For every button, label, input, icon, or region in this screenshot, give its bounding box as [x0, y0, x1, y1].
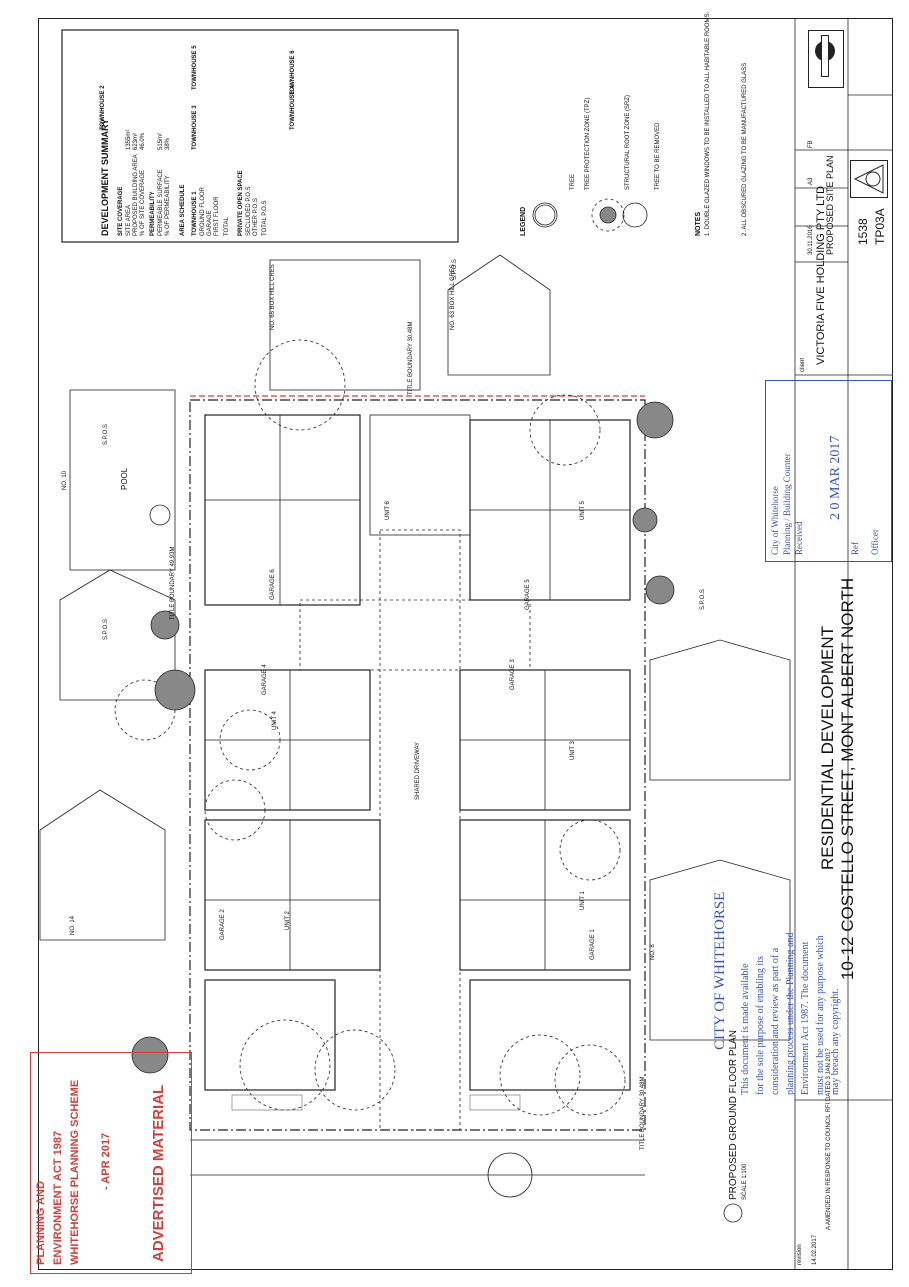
north-arrow-icon [850, 160, 888, 198]
received-line-2: Planning / Building Counter [782, 453, 792, 555]
client-label: client [800, 357, 806, 372]
townhouse-6-heading: TOWNHOUSE 6 [290, 50, 296, 95]
stamp-line-2: ENVIRONMENT ACT 1987 [52, 1130, 64, 1265]
received-officer: Officer [870, 529, 880, 555]
unit-3-label: UNIT 3 [570, 741, 576, 760]
title-boundary-top: TITLE BOUNDARY 30.48M [408, 321, 414, 395]
private-open-space-heading: PRIVATE OPEN SPACE [238, 170, 244, 236]
received-date: 2 0 MAR 2017 [828, 435, 843, 520]
spos-label-2: S.P.O.S [103, 619, 109, 640]
legend-title: LEGEND [520, 206, 527, 236]
project-line-2: 10-12 COSTELLO STREET, MONT ALBERT NORTH [838, 577, 857, 980]
title-boundary-bottom: TITLE BOUNDARY 30.48M [640, 1076, 646, 1150]
project-line-1: RESIDENTIAL DEVELOPMENT [818, 625, 837, 870]
drawn-value: FB [808, 140, 814, 148]
ground-floor-label: GROUND FLOOR [200, 186, 206, 236]
garage-2-label: GARAGE 2 [220, 909, 226, 940]
neighbour-10: NO. 10 [62, 470, 68, 490]
stamp-line-4: - APR 2017 [100, 1132, 112, 1190]
plan-caption: PROPOSED GROUND FLOOR PLAN [728, 1029, 739, 1200]
plan-scale: SCALE 1:100 [742, 1163, 748, 1200]
received-stamp [765, 380, 892, 562]
permeability-heading: PERMEABILITY [150, 191, 156, 236]
townhouse-3-heading: TOWNHOUSE 3 [192, 105, 198, 150]
site-area-label: SITE AREA [126, 204, 132, 236]
city-stamp-line-6: must not be used for any purpose which [815, 935, 826, 1095]
city-stamp-line-3: consideration and review as part of a [770, 947, 781, 1095]
received-line-3: Received [794, 521, 804, 555]
permeable-label: PERMEABLE SURFACE [158, 169, 164, 236]
coverage-label: % OF SITE COVERAGE [140, 169, 146, 236]
permeability-label: % OF PERMEABILITY [165, 175, 171, 236]
garage-4-label: GARAGE 4 [262, 664, 268, 695]
stamp-line-5: ADVERTISED MATERIAL [150, 1084, 167, 1262]
other-pos-label: OTHER P.O.S [253, 198, 259, 236]
note-1: 1. DOUBLE GLAZED WINDOWS TO BE INSTALLED… [705, 11, 711, 236]
drawing-sheet [38, 18, 893, 1270]
stamp-line-1: PLANNING AND [35, 1181, 47, 1265]
received-line-1: City of Whitehorse [770, 486, 780, 555]
summary-title: DEVELOPMENT SUMMARY [100, 118, 110, 236]
site-coverage-heading: SITE COVERAGE [118, 186, 124, 236]
building-area-label: PROPOSED BUILDING AREA [133, 154, 139, 236]
revision-date: 14.02.2017 [812, 1234, 818, 1265]
garage-1-label: GARAGE 1 [590, 929, 596, 960]
unit-6-label: UNIT 6 [385, 501, 391, 520]
permeability-value: 38% [165, 137, 171, 150]
total-pos-label: TOTAL P.O.S [262, 200, 268, 236]
unit-2-label: UNIT 2 [285, 911, 291, 930]
driveway-label: SHARED DRIVEWAY [415, 741, 421, 800]
received-ref: Ref [850, 542, 860, 555]
drawing-title: PROPOSED SITE PLAN [825, 155, 835, 255]
garage-label: GARAGE [207, 210, 213, 236]
building-area-value: 623m² [133, 132, 139, 150]
city-stamp-line-2: for the sole purpose of enabling its [755, 956, 766, 1095]
legend-tpz: TREE PROTECTION ZONE (TPZ) [585, 97, 591, 190]
total-label: TOTAL [224, 217, 230, 236]
townhouse-1-heading: TOWNHOUSE 1 [192, 191, 198, 236]
neighbour-65: NO. 65 BOX HILL CRES [270, 264, 276, 330]
date-value: 30.11.2016 [808, 225, 814, 255]
neighbour-8: NO. 8 [650, 944, 656, 960]
city-stamp-line-4: planning process under the Planning and [785, 932, 796, 1095]
note-2: 2. ALL OBSCURED GLAZING TO BE MANUFACTUR… [742, 62, 748, 236]
garage-5-label: GARAGE 5 [525, 579, 531, 610]
pool-label: POOL [120, 467, 129, 490]
secluded-pos-label: SECLUDED P.O.S [246, 186, 252, 236]
legend-removed: TREE TO BE REMOVED [655, 122, 661, 190]
stamp-line-3: WHITEHORSE PLANNING SCHEME [69, 1079, 81, 1265]
unit-4-label: UNIT 4 [272, 711, 278, 730]
title-boundary-side: TITLE BOUNDARY 49.93M [170, 546, 176, 620]
city-stamp-line-5: Environment Act 1987. The document [800, 941, 811, 1095]
neighbour-14: NO. 14 [70, 915, 76, 935]
garage-3-label: GARAGE 3 [510, 659, 516, 690]
spos-label-1: S.P.O.S [103, 424, 109, 445]
spos-label-3: S.P.O.S [700, 589, 706, 610]
area-schedule-heading: AREA SCHEDULE [180, 184, 186, 236]
scale-value: A3 [808, 177, 814, 185]
townhouse-2-heading: TOWNHOUSE 2 [100, 85, 106, 130]
city-stamp-head: CITY OF WHITEHORSE [712, 891, 728, 1050]
company-logo [808, 30, 844, 88]
garage-6-label: GARAGE 6 [270, 569, 276, 600]
legend-tree: TREE [570, 173, 576, 190]
first-floor-label: FIRST FLOOR [214, 196, 220, 236]
unit-5-label: UNIT 5 [580, 501, 586, 520]
planning-stamp [30, 1052, 192, 1274]
site-area-value: 1355m² [126, 129, 132, 150]
drawing-number: TP03A [873, 208, 887, 245]
legend-srz: STRUCTURAL ROOT ZONE (SRZ) [625, 94, 631, 190]
townhouse-5-heading: TOWNHOUSE 5 [192, 45, 198, 90]
revision-1: A AMENDED IN RESPONSE TO COUNCIL RFI DAT… [826, 1048, 832, 1230]
city-stamp-line-1: This document is made available [740, 963, 751, 1095]
job-number: 1538 [856, 218, 870, 245]
notes-title: NOTES [695, 211, 702, 236]
neighbour-63: NO. 63 BOX HILL CRES [450, 264, 456, 330]
coverage-value: 46.0% [140, 132, 146, 150]
revision-heading: revision [797, 1244, 803, 1265]
unit-1-label: UNIT 1 [580, 891, 586, 910]
permeable-value: 515m² [158, 132, 164, 150]
